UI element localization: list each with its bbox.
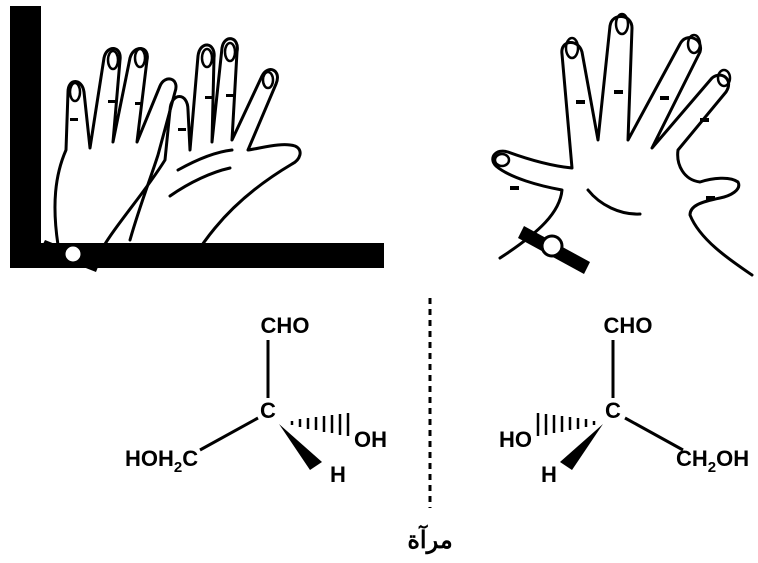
knuckle-mark xyxy=(576,100,585,104)
nail-mark xyxy=(225,43,235,61)
right-right-group: CH2OH xyxy=(676,446,749,476)
watch-face xyxy=(64,245,82,263)
right-hand-illustration xyxy=(493,14,752,275)
left-left-group: HOH2C xyxy=(125,446,198,476)
left-wedge-bond xyxy=(279,424,322,470)
knuckle-mark xyxy=(614,90,623,94)
thumb-crease xyxy=(170,150,232,196)
nail-mark xyxy=(108,51,118,69)
knuckle-mark xyxy=(135,102,143,105)
palm-crease xyxy=(588,190,640,214)
left-center-atom: C xyxy=(260,398,276,423)
back-hand-outline xyxy=(55,48,176,245)
left-hashed-bond xyxy=(292,413,348,436)
right-bond-right xyxy=(625,418,683,450)
watch-face xyxy=(542,236,562,256)
nail-mark xyxy=(70,83,80,101)
left-bond-left xyxy=(200,418,258,450)
knuckle-mark xyxy=(178,128,186,131)
left-hashed-group: OH xyxy=(354,427,387,452)
knuckle-mark xyxy=(205,96,213,99)
right-wedge-bond xyxy=(560,424,603,470)
left-molecule: CHO C HOH2C OH H xyxy=(125,313,387,487)
nail-mark xyxy=(495,154,509,166)
mirror-label: مرآة xyxy=(407,524,452,555)
left-top-group: CHO xyxy=(261,313,310,338)
left-hand-illustration xyxy=(10,6,384,272)
knuckle-mark xyxy=(70,118,78,121)
knuckle-mark xyxy=(700,118,709,122)
right-molecule: CHO C CH2OH HO H xyxy=(499,313,749,487)
knuckle-mark xyxy=(108,100,116,103)
right-wedge-group: H xyxy=(541,462,557,487)
knuckle-mark xyxy=(510,186,519,190)
nail-mark xyxy=(135,49,145,67)
left-wedge-group: H xyxy=(330,462,346,487)
nail-mark xyxy=(202,49,212,67)
right-hashed-group: HO xyxy=(499,427,532,452)
right-center-atom: C xyxy=(605,398,621,423)
nail-mark xyxy=(263,72,273,88)
knuckle-mark xyxy=(226,94,234,97)
knuckle-mark xyxy=(660,96,669,100)
knuckle-mark xyxy=(706,196,715,200)
mirror-frame-vertical xyxy=(10,6,41,268)
right-hashed-bond xyxy=(538,413,594,436)
right-top-group: CHO xyxy=(604,313,653,338)
